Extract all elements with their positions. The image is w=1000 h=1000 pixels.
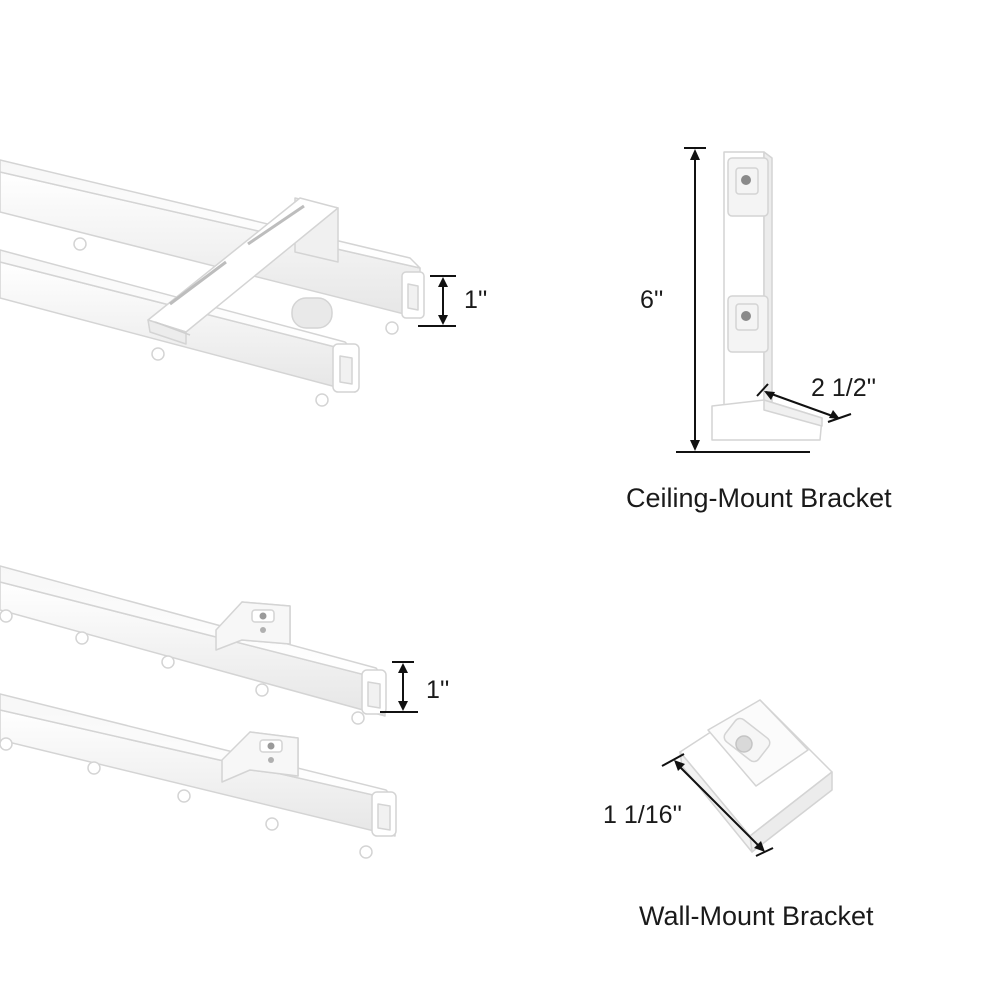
gliders-back-rail	[73, 237, 399, 335]
double-track-assembly	[0, 159, 425, 407]
single-track-height-label: 1''	[426, 676, 450, 704]
single-track-lower	[0, 693, 397, 859]
ceiling-bracket-depth-label: 2 1/2''	[811, 374, 877, 402]
double-track-height-dimension	[418, 275, 456, 327]
wall-bracket-width-label: 1 1/16''	[603, 801, 683, 829]
wall-bracket-width-dimension	[661, 753, 774, 857]
ceiling-bracket-height-dimension	[676, 147, 810, 453]
wall-clip-upper	[215, 601, 291, 651]
gliders-lower-track	[0, 737, 373, 859]
wall-mount-bracket	[679, 699, 833, 853]
single-track-height-dimension	[380, 661, 418, 713]
gliders-front-rail	[151, 347, 329, 407]
double-track-height-label: 1''	[464, 286, 488, 314]
ceiling-mount-bracket	[711, 151, 823, 441]
wall-clip-lower	[221, 731, 299, 783]
double-bracket-plate	[147, 197, 339, 345]
ceiling-bracket-depth-dimension	[756, 383, 852, 423]
ceiling-bracket-height-label: 6''	[640, 286, 664, 314]
wall-bracket-caption: Wall-Mount Bracket	[639, 901, 874, 931]
ceiling-bracket-caption: Ceiling-Mount Bracket	[626, 483, 892, 513]
single-track-upper	[0, 565, 387, 725]
gliders-upper-track	[0, 609, 365, 725]
